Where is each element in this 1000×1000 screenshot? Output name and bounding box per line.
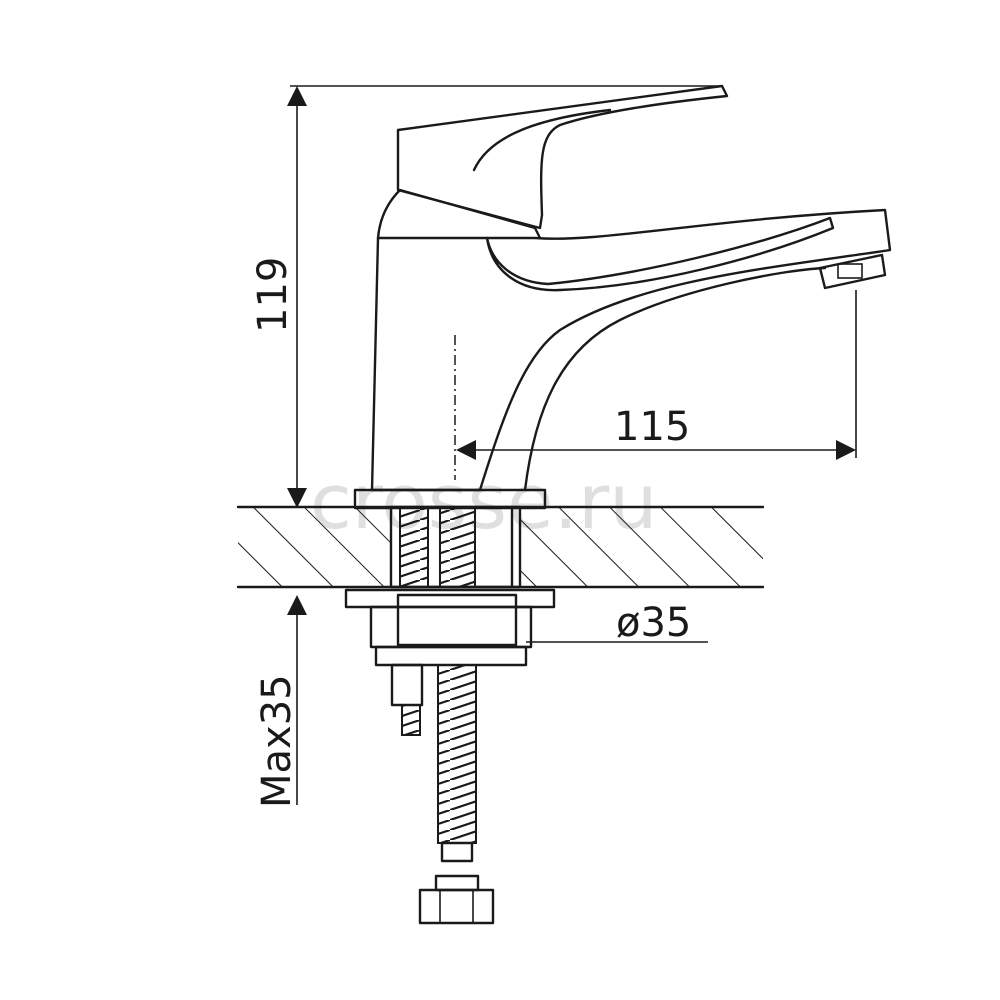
reach-dimension: 115	[456, 290, 857, 460]
height-label: 119	[250, 257, 296, 333]
aerator	[818, 253, 887, 290]
height-dimension: 119	[250, 85, 722, 508]
diameter-dimension: ø35	[526, 600, 708, 646]
flexible-hose	[418, 664, 495, 925]
mounting-stud	[390, 663, 424, 736]
mounting-nut	[344, 588, 556, 667]
countertop	[236, 505, 765, 589]
diameter-label: ø35	[616, 600, 691, 646]
reach-label: 115	[614, 404, 690, 450]
max-thickness-label: Max35	[254, 674, 300, 808]
lever-handle	[396, 84, 835, 292]
shank	[389, 505, 522, 589]
max-thickness-dimension: Max35	[254, 595, 307, 808]
